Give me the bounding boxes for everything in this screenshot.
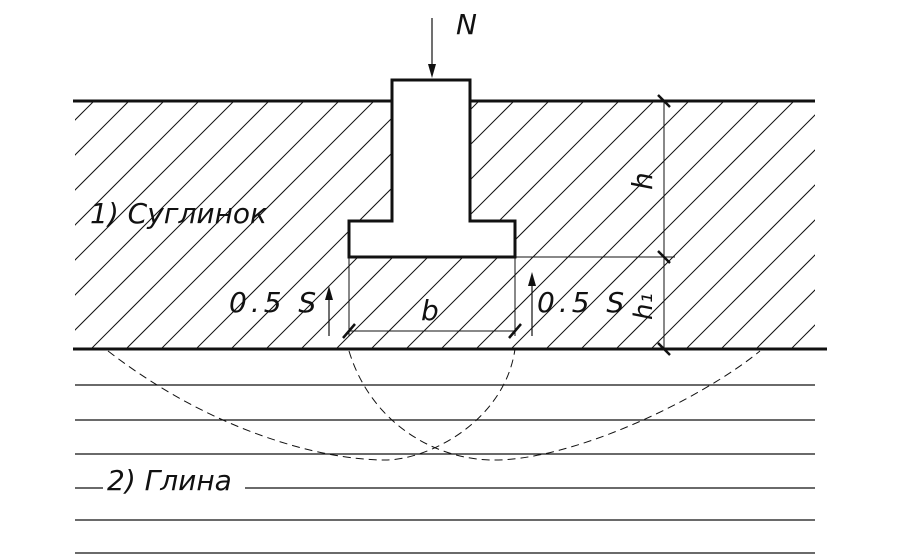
hatch-line	[850, 90, 897, 360]
hatch-line	[499, 101, 771, 349]
hatch-line	[149, 101, 421, 349]
hatch-line	[0, 90, 70, 360]
settlement-label-left: 0.5 S	[229, 286, 320, 319]
hatch-line	[464, 101, 736, 349]
foundation-edge-lines	[348, 257, 516, 336]
settlement-label-right: 0.5 S	[537, 286, 628, 319]
layer1-label: 1) Суглинок	[90, 197, 267, 230]
loam-hatching	[0, 90, 897, 360]
hatch-line	[674, 101, 815, 349]
hatch-line	[604, 101, 815, 349]
hatch-line	[394, 101, 666, 349]
hatch-line	[779, 101, 815, 349]
extension-lines	[470, 100, 675, 258]
load-arrow	[428, 18, 436, 78]
foundation-outline	[347, 78, 517, 259]
layer2-label: 2) Глина	[107, 464, 232, 497]
depth-label: h	[626, 172, 659, 190]
hatch-line	[75, 101, 316, 349]
hatch-line	[75, 101, 281, 349]
settlement-arrow-left	[325, 286, 333, 336]
width-label: b	[421, 294, 439, 327]
hatch-line	[814, 101, 815, 349]
depth-below-label: h₁	[629, 293, 659, 320]
load-label: N	[456, 8, 477, 41]
hatch-line	[114, 101, 386, 349]
stress-distribution-curves	[107, 348, 761, 461]
hatch-line	[709, 101, 815, 349]
hatch-line	[75, 101, 246, 349]
hatch-line	[79, 101, 351, 349]
clay-layer-lines	[75, 384, 815, 554]
hatch-line	[569, 101, 815, 349]
depth-dimension	[657, 94, 671, 356]
hatch-line	[744, 101, 815, 349]
width-dimension	[342, 323, 522, 339]
settlement-arrow-right	[528, 272, 536, 336]
hatch-line	[639, 101, 815, 349]
hatch-line	[534, 101, 806, 349]
hatch-line	[75, 101, 141, 349]
hatch-line	[429, 101, 701, 349]
hatch-line	[75, 101, 211, 349]
hatch-line	[75, 101, 176, 349]
hatch-line	[885, 90, 897, 360]
